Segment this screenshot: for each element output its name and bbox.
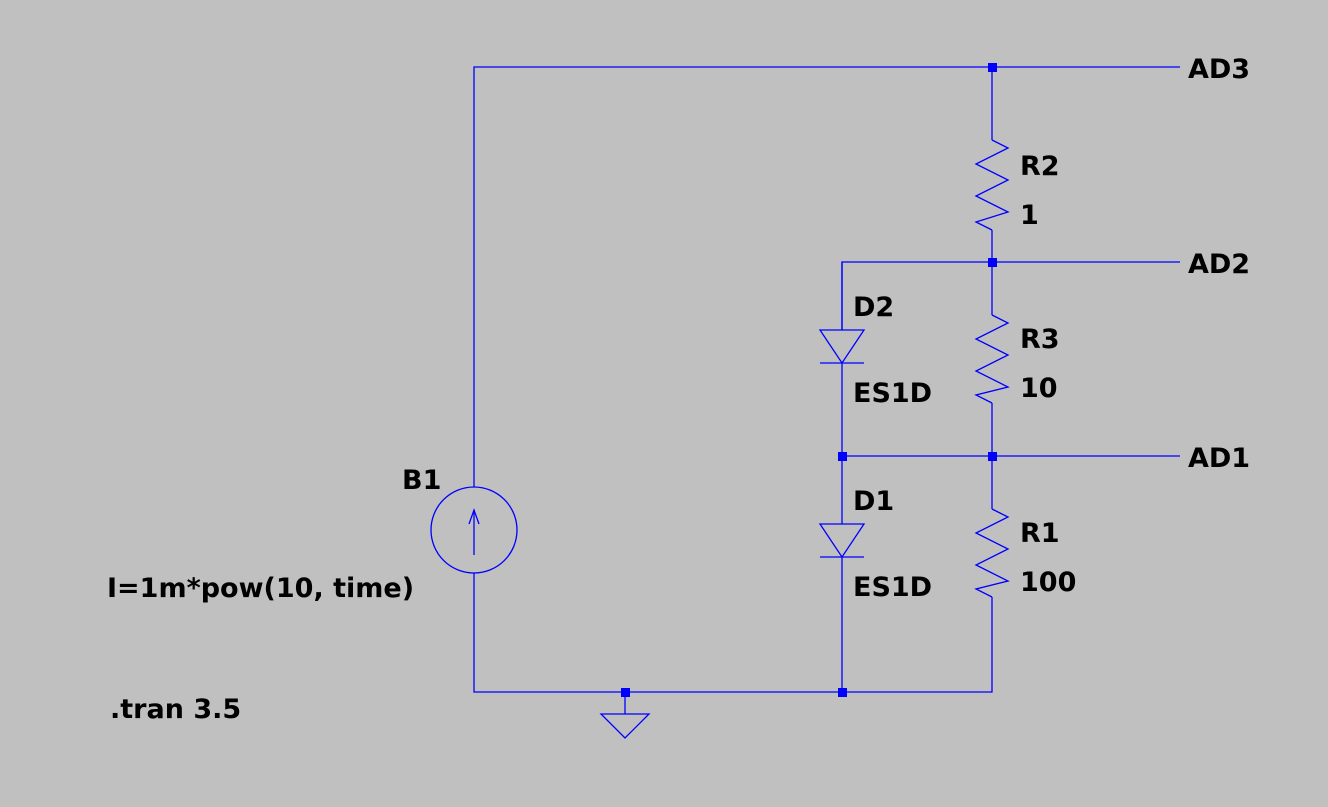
spice-directive-tran[interactable]: .tran 3.5 [110, 694, 241, 725]
diode-d2[interactable] [818, 262, 866, 365]
d2-name-label[interactable]: D2 [853, 292, 894, 323]
r2-value-label[interactable]: 1 [1020, 200, 1039, 231]
wire-top-rail[interactable] [473, 66, 1180, 487]
wire-r1-ground[interactable] [473, 573, 993, 693]
r3-value-label[interactable]: 10 [1020, 373, 1058, 404]
junction-dot[interactable] [838, 688, 847, 697]
junction-dot[interactable] [988, 258, 997, 267]
b1-expression-label[interactable]: I=1m*pow(10, time) [107, 573, 414, 604]
r3-name-label[interactable]: R3 [1020, 324, 1060, 355]
d1-name-label[interactable]: D1 [853, 486, 894, 517]
ground-icon[interactable] [599, 713, 651, 739]
junction-dot[interactable] [838, 452, 847, 461]
junctions [621, 63, 997, 697]
junction-dot[interactable] [988, 452, 997, 461]
b1-name-label[interactable]: B1 [402, 465, 441, 496]
d1-value-label[interactable]: ES1D [853, 572, 932, 603]
resistor-r2[interactable] [974, 139, 1010, 231]
diode-d1[interactable] [818, 523, 866, 559]
net-label-ad1[interactable]: AD1 [1188, 443, 1250, 474]
resistor-r3[interactable] [974, 314, 1010, 404]
r2-name-label[interactable]: R2 [1020, 151, 1060, 182]
junction-dot[interactable] [621, 688, 630, 697]
net-label-ad2[interactable]: AD2 [1188, 249, 1250, 280]
net-label-ad3[interactable]: AD3 [1188, 54, 1250, 85]
wires [473, 66, 1180, 714]
r1-name-label[interactable]: R1 [1020, 518, 1060, 549]
junction-dot[interactable] [988, 63, 997, 72]
resistor-r1[interactable] [974, 508, 1010, 598]
current-source-b1[interactable] [430, 486, 518, 574]
d2-value-label[interactable]: ES1D [853, 378, 932, 409]
r1-value-label[interactable]: 100 [1020, 567, 1076, 598]
